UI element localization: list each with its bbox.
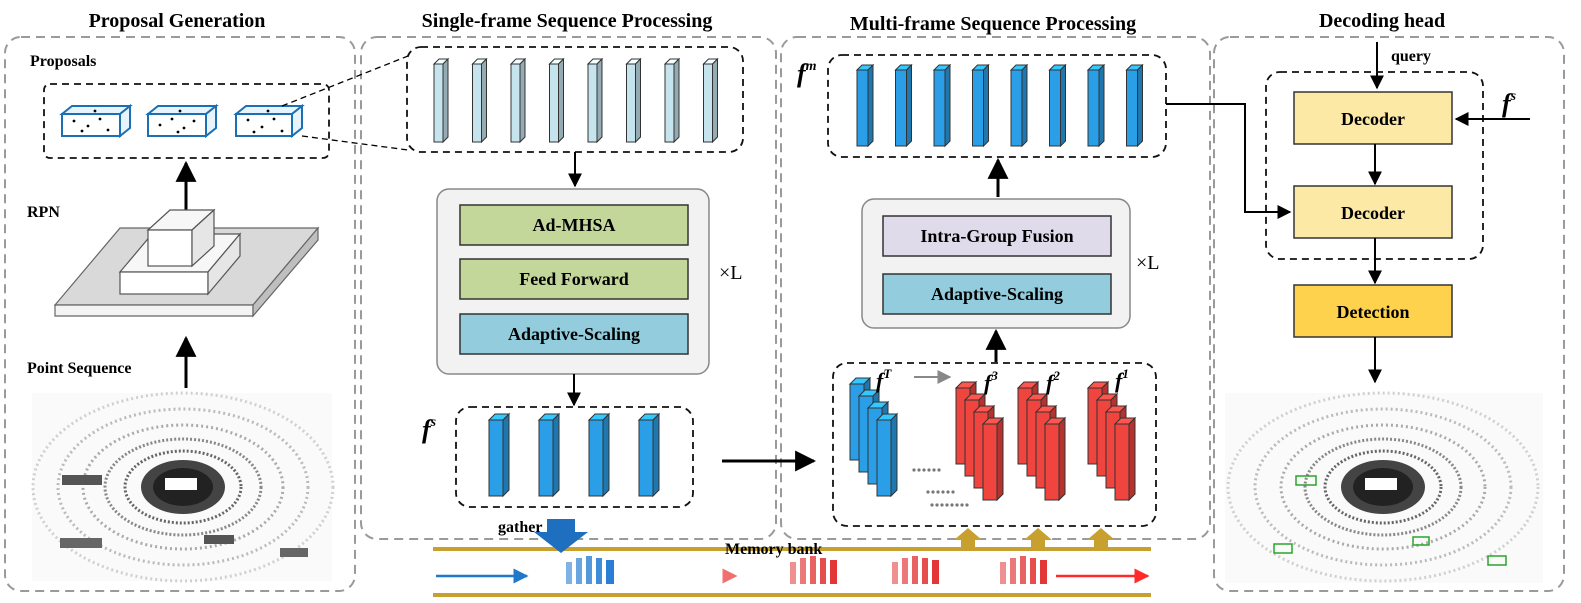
lidar-point-cloud-image bbox=[31, 391, 335, 583]
rpn-pyramid-icon bbox=[53, 208, 320, 318]
single-frame-input-token bbox=[702, 57, 719, 144]
detection-block bbox=[1293, 284, 1453, 338]
fm-token bbox=[894, 63, 913, 148]
fm-features bbox=[855, 63, 1144, 148]
section-title-proposal: Proposal Generation bbox=[89, 10, 266, 32]
fm-token bbox=[1086, 63, 1106, 148]
section-title-decoding: Decoding head bbox=[1319, 10, 1445, 32]
ellipsis-dots bbox=[912, 468, 969, 507]
single-frame-input-features bbox=[432, 57, 719, 144]
fm-token bbox=[855, 63, 875, 148]
detection-result-point-cloud-image bbox=[1225, 391, 1543, 583]
fs-features bbox=[487, 412, 661, 498]
fm-feature-box bbox=[827, 54, 1167, 158]
section-decoding-border bbox=[1213, 36, 1565, 592]
single-frame-input-token bbox=[432, 57, 450, 144]
zoom-line-top bbox=[281, 55, 409, 107]
frame-label-T: fT bbox=[876, 366, 892, 393]
intra-group-fusion-label: Intra-Group Fusion bbox=[920, 226, 1073, 246]
decoder-block-1 bbox=[1293, 91, 1453, 145]
rpn-label: RPN bbox=[27, 204, 60, 221]
repeat-label-single: ×L bbox=[719, 262, 743, 284]
detection-label: Detection bbox=[1337, 302, 1410, 322]
proposal-cube-3 bbox=[233, 103, 305, 139]
single-frame-input-token bbox=[471, 57, 488, 144]
frame-label-2: f2 bbox=[1046, 368, 1060, 395]
fs-token bbox=[637, 412, 661, 498]
fm-token bbox=[1125, 63, 1144, 148]
point-sequence-label: Point Sequence bbox=[27, 360, 131, 377]
adaptive-scaling-label-multi: Adaptive-Scaling bbox=[931, 284, 1063, 304]
fs-token bbox=[487, 412, 511, 498]
adaptive-scaling-label-single: Adaptive-Scaling bbox=[508, 324, 640, 344]
gather-arrow-icon bbox=[534, 519, 588, 553]
proposals-box bbox=[43, 83, 330, 159]
frame-label-1: f1 bbox=[1115, 366, 1129, 393]
proposals-label: Proposals bbox=[30, 53, 96, 70]
fm-token bbox=[932, 63, 952, 148]
arrow-fm-to-decoder bbox=[1166, 103, 1292, 219]
section-multi-frame-border bbox=[780, 36, 1211, 540]
frame-label-3: f3 bbox=[984, 368, 998, 395]
section-title-single-frame: Single-frame Sequence Processing bbox=[422, 10, 713, 32]
single-frame-input-box bbox=[406, 46, 744, 153]
repeat-label-multi: ×L bbox=[1136, 252, 1160, 274]
fs-label: fs bbox=[422, 415, 437, 444]
single-frame-input-token bbox=[625, 57, 642, 144]
frame-3-token bbox=[981, 416, 1005, 502]
adaptive-scaling-block-single bbox=[459, 313, 689, 355]
frame-1-token bbox=[1113, 416, 1137, 502]
memory-point-cloud-blue bbox=[566, 556, 614, 584]
memory-bank-label: Memory bank bbox=[725, 541, 822, 558]
fm-token bbox=[1009, 63, 1029, 148]
ad-mhsa-label: Ad-MHSA bbox=[532, 215, 615, 235]
frame-T-token bbox=[875, 412, 899, 498]
frame-feature-stacks bbox=[848, 376, 1137, 502]
fs-feature-box bbox=[455, 406, 694, 508]
single-frame-input-token bbox=[548, 57, 565, 144]
decoder-label-1: Decoder bbox=[1341, 109, 1405, 129]
section-single-frame-border bbox=[360, 36, 777, 540]
decoder-block-2 bbox=[1293, 185, 1453, 239]
upload-arrows bbox=[954, 528, 1115, 549]
adaptive-scaling-block-multi bbox=[882, 273, 1112, 315]
single-frame-input-token bbox=[586, 57, 604, 144]
zoom-line-bottom bbox=[301, 135, 409, 151]
feed-forward-label: Feed Forward bbox=[519, 269, 628, 289]
proposal-cube-1 bbox=[59, 103, 133, 139]
feed-forward-block bbox=[459, 258, 689, 300]
fm-token bbox=[1048, 63, 1067, 148]
query-label: query bbox=[1391, 48, 1431, 65]
gather-label: gather bbox=[498, 519, 542, 536]
memory-point-cloud-red-3 bbox=[1000, 556, 1047, 584]
single-frame-input-token bbox=[509, 57, 527, 144]
fm-label: fm bbox=[797, 59, 817, 88]
ad-mhsa-block bbox=[459, 204, 689, 246]
single-frame-input-token bbox=[663, 57, 681, 144]
frame-2-token bbox=[1043, 416, 1067, 502]
decoder-label-2: Decoder bbox=[1341, 203, 1405, 223]
memory-point-cloud-red-2 bbox=[892, 556, 939, 584]
fs-token bbox=[587, 412, 611, 498]
proposal-cube-2 bbox=[145, 103, 219, 139]
section-proposal-border bbox=[4, 36, 356, 592]
fs-token bbox=[537, 412, 561, 498]
multi-frame-input-box bbox=[832, 362, 1157, 527]
fm-token bbox=[971, 63, 990, 148]
section-title-multi-frame: Multi-frame Sequence Processing bbox=[850, 13, 1136, 35]
fs-input-label: fs bbox=[1502, 89, 1517, 118]
memory-point-cloud-red-1 bbox=[790, 556, 837, 584]
intra-group-fusion-block bbox=[882, 215, 1112, 257]
